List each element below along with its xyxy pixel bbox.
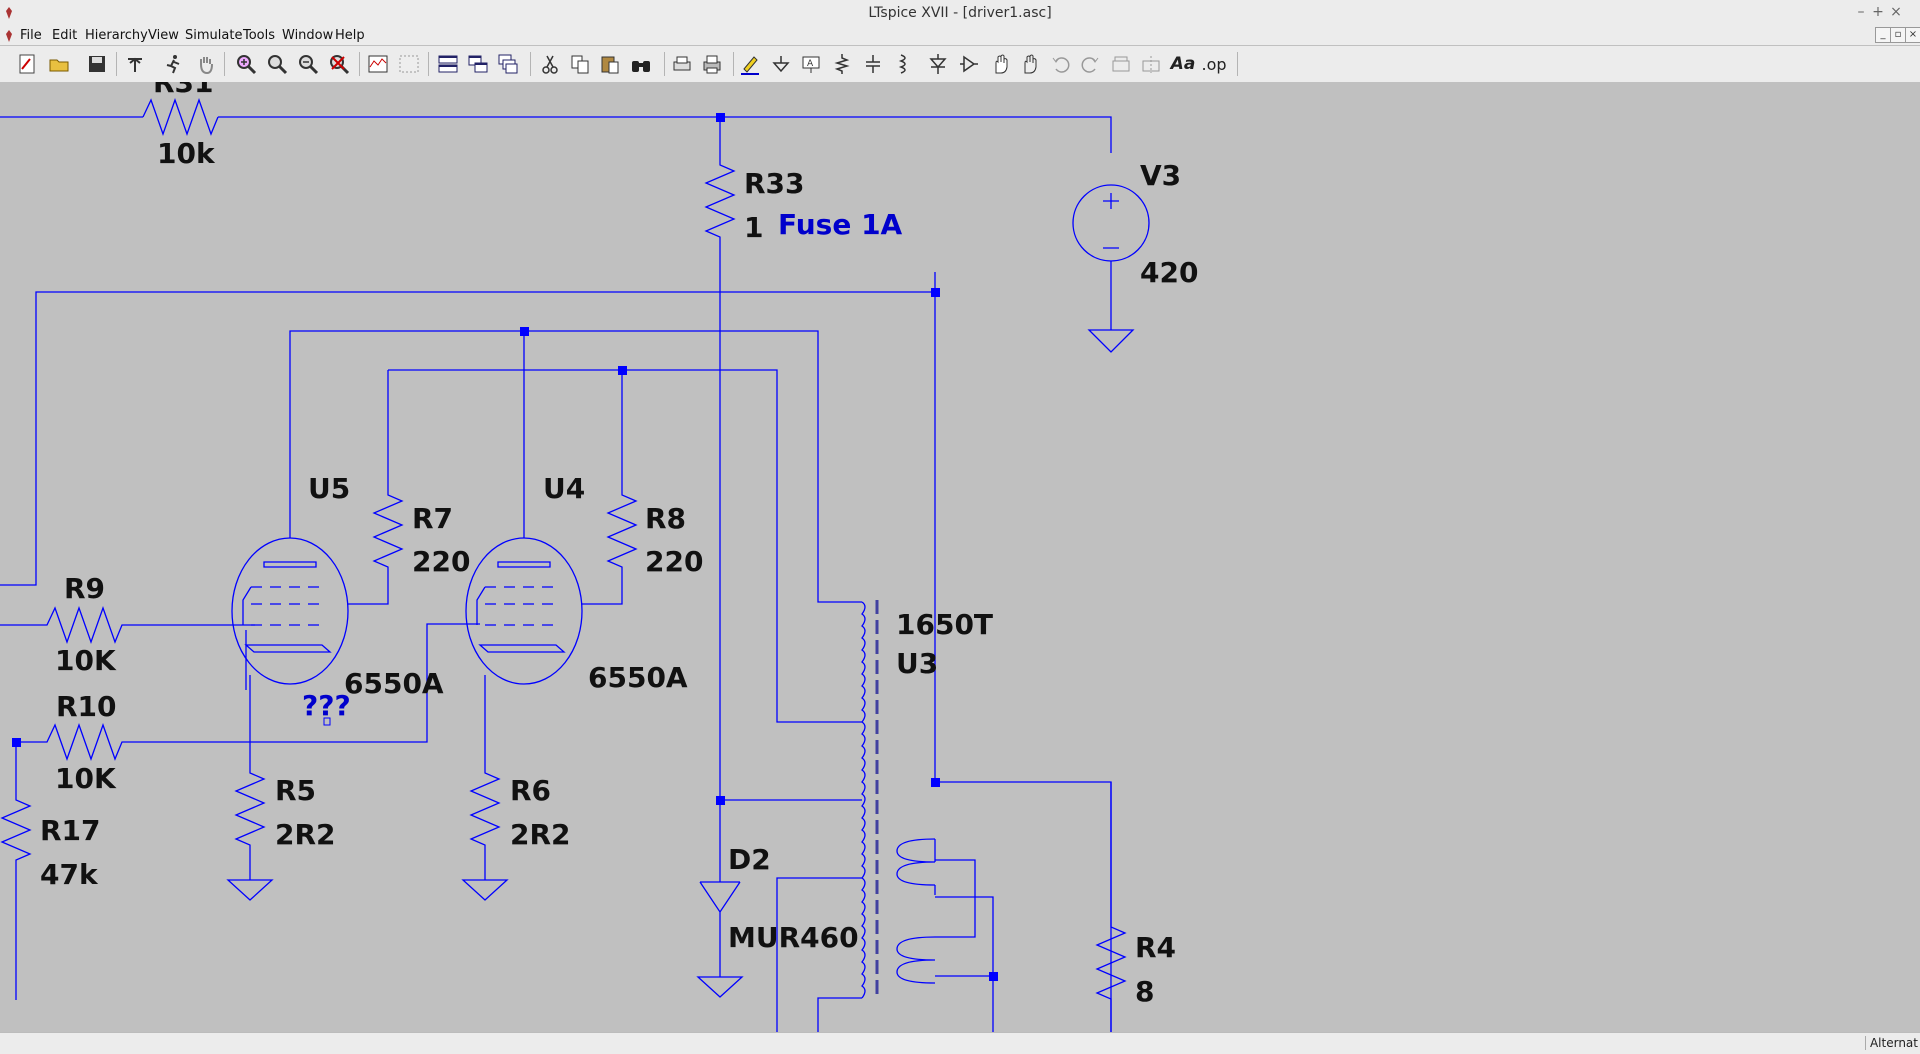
window-title: LTspice XVII - [driver1.asc] — [868, 5, 1052, 21]
u3-value: 1650T — [896, 608, 993, 641]
ltspice-app-icon[interactable] — [4, 6, 14, 20]
u5-ref: U5 — [308, 472, 350, 505]
zoom-area-icon[interactable] — [264, 51, 290, 77]
label-net-icon[interactable]: A — [798, 51, 824, 77]
mdi-close-button[interactable]: × — [1905, 27, 1920, 43]
mdi-minimize-button[interactable]: _ — [1875, 27, 1891, 43]
r7-ref: R7 — [412, 502, 453, 535]
print-setup-icon[interactable] — [669, 51, 695, 77]
r17-value: 47k — [40, 858, 99, 891]
redo-icon[interactable] — [1077, 51, 1103, 77]
cascade-icon[interactable] — [495, 51, 521, 77]
halt-icon[interactable] — [193, 51, 219, 77]
u3-ref: U3 — [896, 647, 938, 680]
r33-fuse-note[interactable]: Fuse 1A — [778, 208, 903, 241]
menu-window[interactable]: Window — [282, 28, 334, 43]
waveform-icon[interactable] — [396, 51, 422, 77]
tile-horizontal-icon[interactable] — [435, 51, 461, 77]
menu-file[interactable]: File — [20, 28, 42, 43]
new-schematic-icon[interactable] — [14, 51, 40, 77]
d2-ref: D2 — [728, 843, 771, 876]
v3-value: 420 — [1140, 256, 1198, 289]
status-bar: Alternat — [0, 1032, 1920, 1054]
schematic-canvas[interactable]: R31 10k R33 1 Fuse 1A V3 420 U5 6550A ??… — [0, 82, 1920, 1032]
rotate-icon[interactable] — [1108, 51, 1134, 77]
component-icon[interactable] — [956, 51, 982, 77]
d2-value: MUR460 — [728, 921, 859, 954]
svg-text:A: A — [807, 59, 814, 69]
u4-value: 6550A — [588, 661, 688, 694]
wire-icon[interactable] — [737, 51, 763, 77]
wires — [0, 98, 1150, 1032]
r5-value: 2R2 — [275, 818, 336, 851]
u4-ref: U4 — [543, 472, 585, 505]
text-icon[interactable]: Aa — [1170, 54, 1196, 74]
mirror-icon[interactable] — [1138, 51, 1164, 77]
junction-dots — [12, 113, 998, 981]
resistor-icon[interactable] — [829, 51, 855, 77]
tile-vertical-icon[interactable] — [465, 51, 491, 77]
note-anchor-marker — [323, 717, 331, 726]
diode-icon[interactable] — [925, 51, 951, 77]
capacitor-icon[interactable] — [860, 51, 886, 77]
r17-ref: R17 — [40, 814, 101, 847]
spice-directive-icon[interactable]: .op — [1201, 54, 1227, 74]
toolbar: A Aa .op — [0, 46, 1920, 83]
run-icon[interactable] — [160, 51, 186, 77]
title-bar: LTspice XVII - [driver1.asc] – + × — [0, 0, 1920, 28]
u5-value: 6550A — [344, 667, 444, 700]
r8-ref: R8 — [645, 502, 686, 535]
u5-unknown-note[interactable]: ??? — [302, 689, 351, 722]
schematic-drawing[interactable]: R31 10k R33 1 Fuse 1A V3 420 U5 6550A ??… — [0, 82, 1920, 1032]
close-button[interactable]: × — [1890, 4, 1902, 20]
r5-ref: R5 — [275, 774, 316, 807]
ground-icon[interactable] — [768, 51, 794, 77]
maximize-button[interactable]: + — [1872, 4, 1884, 20]
zoom-in-icon[interactable] — [233, 51, 259, 77]
cut-icon[interactable] — [537, 51, 563, 77]
r10-value: 10K — [55, 762, 117, 795]
menu-bar: File Edit Hierarchy View Simulate Tools … — [0, 27, 1920, 45]
menu-view[interactable]: View — [148, 28, 179, 43]
open-icon[interactable] — [46, 51, 72, 77]
inductor-icon[interactable] — [891, 51, 917, 77]
save-icon[interactable] — [84, 51, 110, 77]
r7-value: 220 — [412, 545, 470, 578]
status-text: Alternat — [1864, 1036, 1918, 1050]
v3-ref: V3 — [1140, 159, 1181, 192]
menu-simulate[interactable]: Simulate — [185, 28, 243, 43]
autorange-icon[interactable] — [365, 51, 391, 77]
menu-tools[interactable]: Tools — [243, 28, 276, 43]
move-icon[interactable] — [987, 51, 1013, 77]
r4-value: 8 — [1135, 975, 1154, 1008]
r9-ref: R9 — [64, 572, 105, 605]
undo-icon[interactable] — [1048, 51, 1074, 77]
print-icon[interactable] — [699, 51, 725, 77]
zoom-cancel-icon[interactable] — [326, 51, 352, 77]
r33-ref: R33 — [744, 167, 805, 200]
r4-ref: R4 — [1135, 931, 1176, 964]
r31-value: 10k — [157, 137, 216, 170]
find-icon[interactable] — [628, 51, 654, 77]
minimize-button[interactable]: – — [1857, 4, 1865, 20]
r10-ref: R10 — [56, 690, 117, 723]
r31-ref: R31 — [153, 82, 214, 99]
r6-value: 2R2 — [510, 818, 571, 851]
r33-value: 1 — [744, 211, 763, 244]
menu-edit[interactable]: Edit — [52, 28, 78, 43]
r6-ref: R6 — [510, 774, 551, 807]
mdi-restore-button[interactable]: ▫ — [1890, 27, 1906, 43]
document-icon[interactable] — [4, 29, 14, 43]
paste-icon[interactable] — [597, 51, 623, 77]
menu-hierarchy[interactable]: Hierarchy — [85, 28, 148, 43]
drag-icon[interactable] — [1016, 51, 1042, 77]
control-panel-icon[interactable] — [122, 51, 148, 77]
menu-help[interactable]: Help — [335, 28, 365, 43]
zoom-out-icon[interactable] — [295, 51, 321, 77]
copy-icon[interactable] — [567, 51, 593, 77]
r9-value: 10K — [55, 644, 117, 677]
r8-value: 220 — [645, 545, 703, 578]
